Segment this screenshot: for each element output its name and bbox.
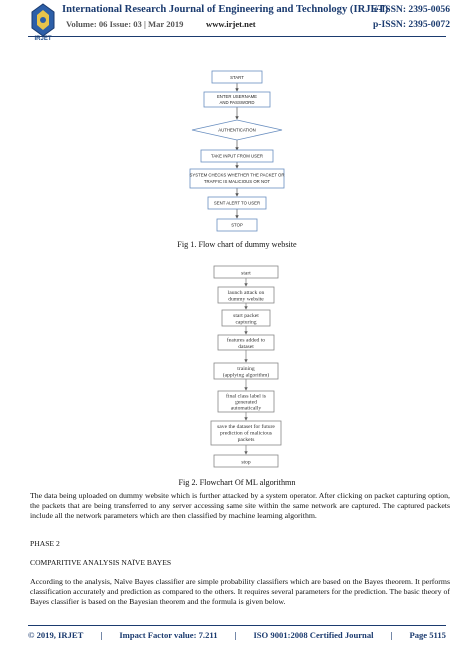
header-divider bbox=[28, 36, 446, 37]
section-heading: COMPARITIVE ANALYSIS NAÏVE BAYES bbox=[30, 558, 172, 567]
fig1-node-label: AND PASSWORD bbox=[219, 100, 254, 105]
fig2-node-label: launch attack on bbox=[228, 290, 265, 296]
footer-copyright: © 2019, IRJET bbox=[28, 630, 84, 640]
e-issn: e-ISSN: 2395-0056 bbox=[374, 4, 450, 15]
fig2-node-label: dataset bbox=[238, 344, 254, 350]
fig2-node-label: stop bbox=[241, 460, 251, 466]
page-footer: © 2019, IRJET | Impact Factor value: 7.2… bbox=[28, 630, 446, 640]
irjet-logo-icon bbox=[31, 3, 55, 37]
fig1-node-authentication bbox=[191, 119, 283, 141]
fig1-node-take-input bbox=[200, 149, 274, 163]
fig2-node-label: capturing bbox=[235, 320, 256, 326]
paragraph-intro: The data being uploaded on dummy website… bbox=[30, 491, 450, 520]
fig2-node-training bbox=[213, 362, 279, 380]
fig1-node-start bbox=[211, 70, 263, 84]
figure-2-flowchart: start launch attack on dummy website sta… bbox=[0, 258, 474, 470]
fig1-node-label: START bbox=[230, 75, 244, 80]
fig2-node-label: prediction of malicious bbox=[220, 430, 272, 437]
volume-info: Volume: 06 Issue: 03 | Mar 2019 bbox=[66, 19, 184, 29]
fig2-node-label: start packet bbox=[233, 313, 259, 319]
fig2-node-label: features added to bbox=[227, 337, 265, 344]
fig1-node-system-check bbox=[189, 168, 285, 189]
fig2-node-label: generated bbox=[235, 400, 257, 406]
fig2-node-features bbox=[217, 334, 275, 351]
fig2-node-packet-capture bbox=[221, 309, 271, 327]
fig1-node-label: SENT ALERT TO USER bbox=[214, 201, 260, 206]
fig1-node-label: SYSTEM CHECKS WHETHER THE PACKET OR bbox=[189, 173, 284, 178]
footer-iso: ISO 9001:2008 Certified Journal bbox=[253, 630, 374, 640]
website-link[interactable]: www.irjet.net bbox=[206, 19, 256, 29]
paragraph-naive-bayes: According to the analysis, Naïve Bayes c… bbox=[30, 577, 450, 606]
phase-heading: PHASE 2 bbox=[30, 539, 60, 548]
fig2-node-label: final class label is bbox=[226, 393, 266, 400]
fig2-node-launch-attack bbox=[217, 286, 275, 304]
fig2-node-label: automatically bbox=[231, 406, 262, 412]
fig2-node-label: start bbox=[241, 271, 251, 277]
figure-1-flowchart: START ENTER USERNAME AND PASSWORD AUTHEN… bbox=[0, 66, 474, 236]
fig2-node-stop bbox=[213, 454, 279, 468]
footer-separator: | bbox=[234, 630, 237, 640]
fig1-node-alert bbox=[207, 196, 267, 210]
footer-separator: | bbox=[100, 630, 103, 640]
fig1-node-label: AUTHENTICATION bbox=[218, 128, 255, 133]
fig2-node-label: packets bbox=[238, 437, 255, 443]
figure-1-caption: Fig 1. Flow chart of dummy website bbox=[177, 240, 297, 249]
figure-2-caption: Fig 2. Flowchart Of ML algorithmn bbox=[178, 478, 296, 487]
fig2-node-label: (applying algorithm) bbox=[223, 372, 270, 379]
fig2-node-save-dataset bbox=[210, 420, 282, 446]
fig2-node-label: dummy website bbox=[228, 297, 264, 303]
fig2-node-label: save the dataset for future bbox=[217, 423, 275, 430]
page-header: IRJET International Research Journal of … bbox=[0, 0, 474, 66]
p-issn: p-ISSN: 2395-0072 bbox=[372, 19, 450, 30]
logo-text: IRJET bbox=[34, 36, 52, 42]
fig1-node-label: TAKE INPUT FROM USER bbox=[211, 154, 263, 159]
footer-divider bbox=[28, 625, 446, 626]
fig1-node-label: TRAFFIC IS MALICIOUS OR NOT bbox=[204, 179, 271, 184]
fig1-node-stop bbox=[216, 218, 258, 232]
footer-separator: | bbox=[390, 630, 393, 640]
fig2-node-class-label bbox=[217, 390, 275, 413]
footer-page-number: Page 5115 bbox=[409, 630, 446, 640]
journal-title: International Research Journal of Engine… bbox=[62, 4, 389, 15]
fig1-node-label: ENTER USERNAME bbox=[217, 94, 257, 99]
fig1-node-label: STOP bbox=[231, 223, 243, 228]
fig1-node-login bbox=[203, 91, 271, 108]
footer-impact-factor: Impact Factor value: 7.211 bbox=[119, 630, 218, 640]
fig2-node-label: training bbox=[237, 366, 255, 372]
fig2-node-start bbox=[213, 265, 279, 279]
